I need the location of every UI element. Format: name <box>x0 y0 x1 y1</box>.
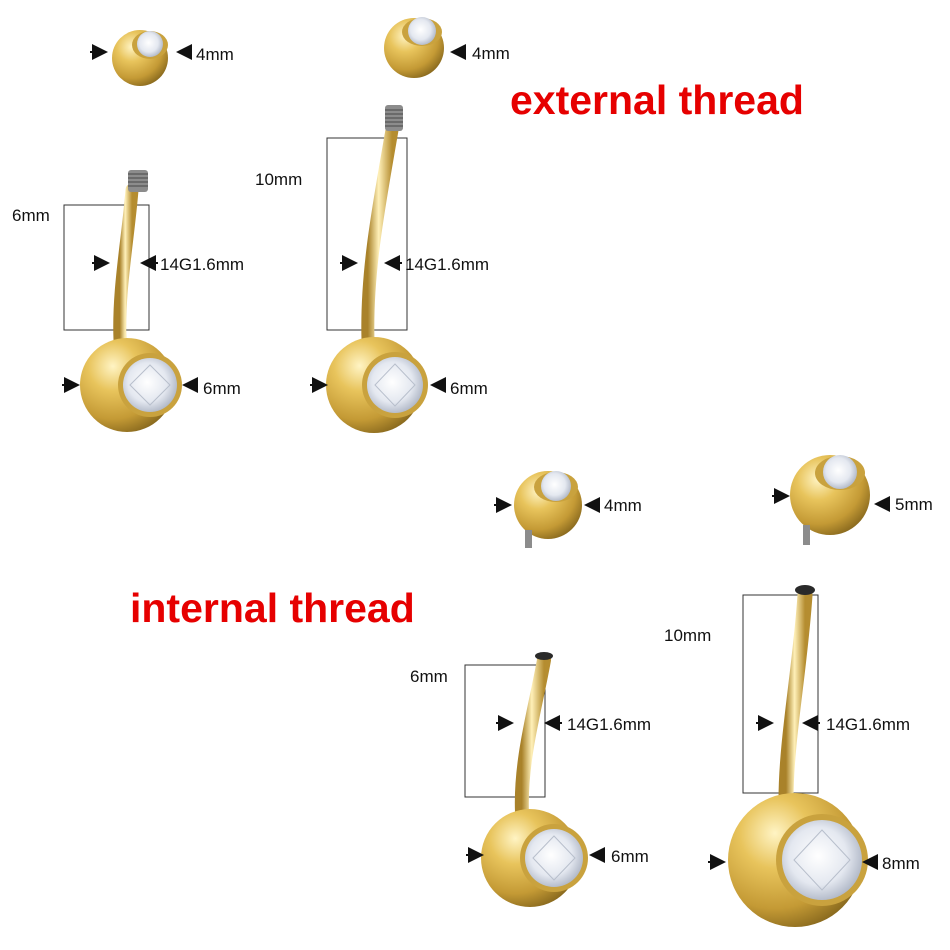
ext-short-barbell <box>62 170 198 432</box>
int-short-ball-size: 6mm <box>611 847 649 866</box>
int-small-ball-2 <box>772 455 890 545</box>
int-short-length: 6mm <box>410 667 448 686</box>
external-thread-heading: external thread <box>510 77 804 123</box>
ext-short-gauge: 14G1.6mm <box>160 255 245 274</box>
int-small-ball-2-size: 5mm <box>895 495 933 514</box>
int-short-barbell <box>464 652 605 907</box>
ext-short-ball-size: 6mm <box>203 379 241 398</box>
internal-thread-heading: internal thread <box>130 585 415 631</box>
ext-small-ball-2-size: 4mm <box>472 44 510 63</box>
ext-long-ball-size: 6mm <box>450 379 488 398</box>
int-long-length: 10mm <box>664 626 712 645</box>
ext-long-length: 10mm <box>255 170 303 189</box>
ext-small-ball-1 <box>90 30 192 86</box>
int-long-barbell <box>708 585 878 927</box>
ext-long-gauge: 14G1.6mm <box>405 255 490 274</box>
int-long-gauge: 14G1.6mm <box>826 715 911 734</box>
ext-long-barbell <box>310 105 446 433</box>
ext-short-length: 6mm <box>12 206 50 225</box>
ext-small-ball-1-size: 4mm <box>196 45 234 64</box>
int-small-ball-1-size: 4mm <box>604 496 642 515</box>
int-short-gauge: 14G1.6mm <box>567 715 652 734</box>
int-long-ball-size: 8mm <box>882 854 920 873</box>
int-small-ball-1 <box>494 471 600 548</box>
ext-small-ball-2 <box>384 17 466 78</box>
